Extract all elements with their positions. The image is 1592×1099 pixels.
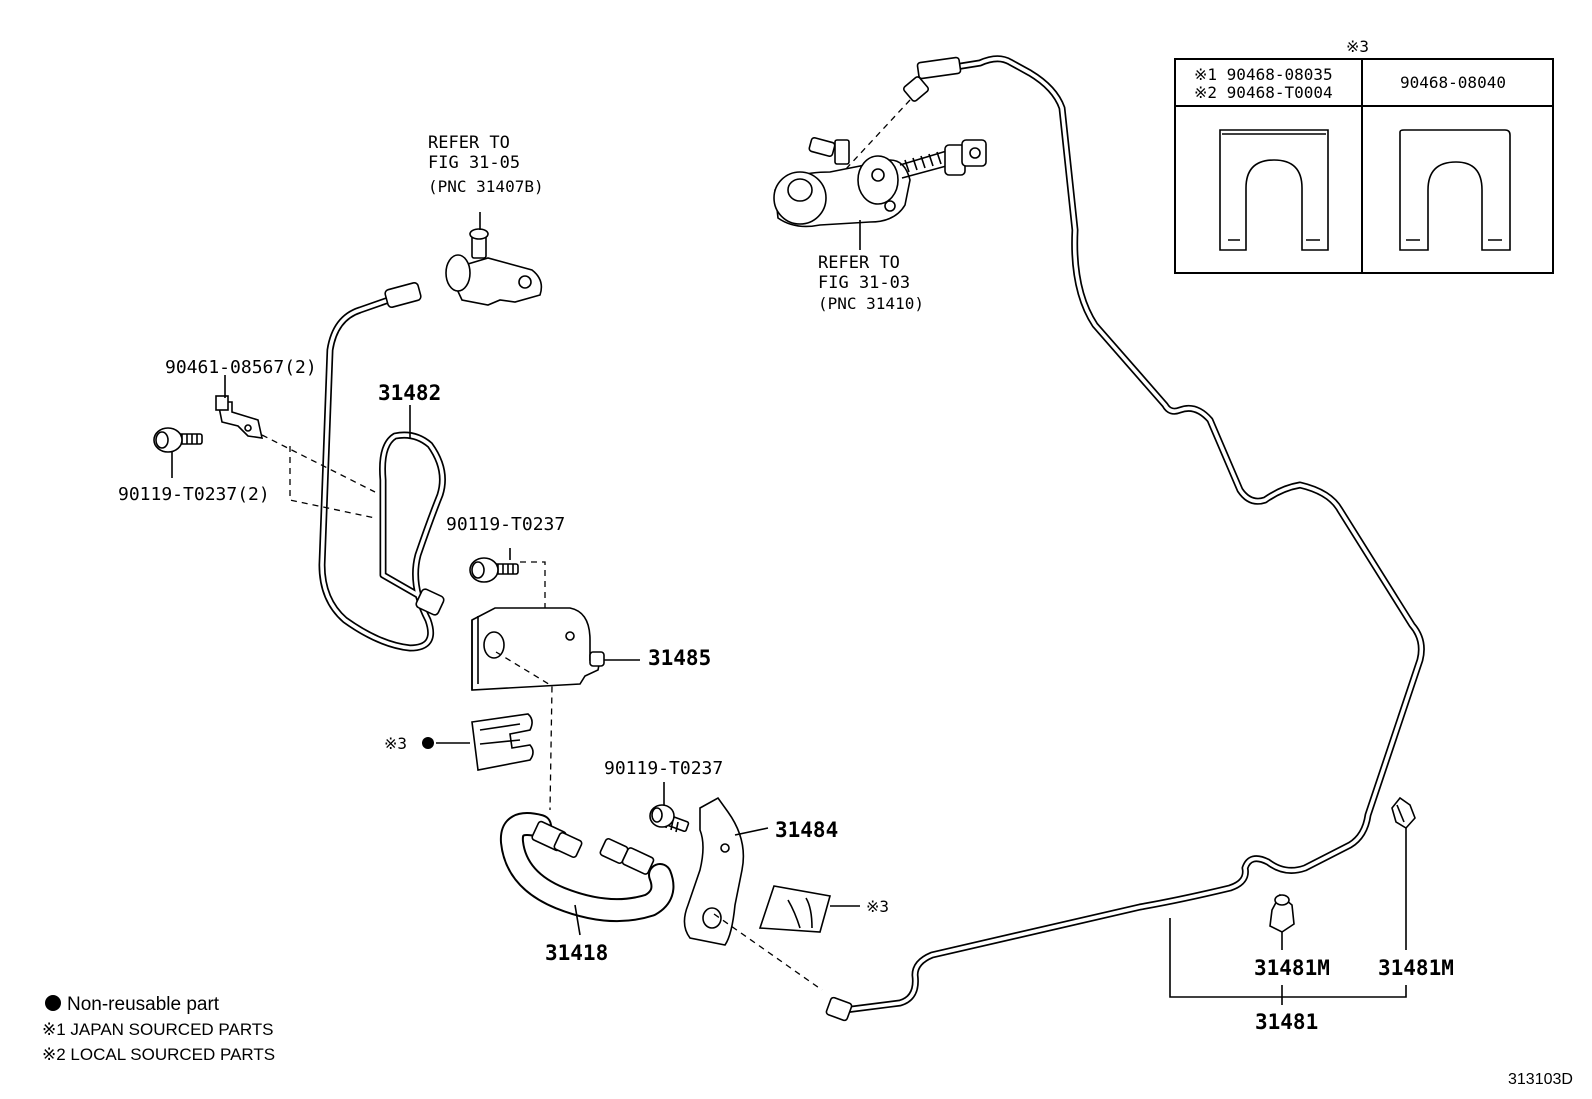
- label-31482: 31482: [378, 381, 441, 405]
- refer-union-line1: REFER TO: [428, 133, 510, 153]
- label-mark3-left: ※3: [384, 734, 407, 753]
- clutch-tube-31481[interactable]: [825, 55, 1425, 1022]
- clip-mark3-right[interactable]: [758, 885, 832, 933]
- non-reusable-dot: [422, 737, 434, 749]
- label-90119-T0237-2: 90119-T0237(2): [118, 484, 270, 505]
- label-90119-T0237-low: 90119-T0237: [604, 758, 723, 779]
- inset-mark: ※3: [1346, 37, 1369, 56]
- bracket-31485[interactable]: [471, 607, 605, 691]
- clip-mark3-left[interactable]: [471, 713, 534, 771]
- clutch-master-cylinder: [773, 137, 987, 228]
- refer-union-line3: (PNC 31407B): [428, 177, 544, 196]
- label-31481M-b: 31481M: [1378, 956, 1454, 980]
- refer-master-cylinder[interactable]: REFER TO FIG 31-03 (PNC 31410): [818, 253, 924, 313]
- clamp-31481M-a[interactable]: [1269, 893, 1295, 933]
- label-90119-T0237-mid: 90119-T0237: [446, 514, 565, 535]
- refer-master-line3: (PNC 31410): [818, 294, 924, 313]
- legend-japan: ※1 JAPAN SOURCED PARTS: [42, 1020, 274, 1039]
- clip-variant-inset: ※3 ※1 90468-08035 ※2 90468-T0004 90468-0…: [1174, 37, 1554, 274]
- legend: Non-reusable part ※1 JAPAN SOURCED PARTS…: [42, 994, 275, 1064]
- inset-col1-line1: ※1 90468-08035: [1194, 65, 1333, 84]
- clutch-tube-31482[interactable]: [318, 282, 446, 652]
- label-31418: 31418: [545, 941, 608, 965]
- refer-union-line2: FIG 31-05: [428, 153, 520, 173]
- inset-col1-line2: ※2 90468-T0004: [1194, 83, 1333, 102]
- legend-local: ※2 LOCAL SOURCED PARTS: [42, 1045, 275, 1064]
- bolt-90119-T0237-low[interactable]: [649, 804, 690, 833]
- bolt-90119-T0237-top[interactable]: [153, 427, 203, 453]
- clamp-31481M-b[interactable]: [1391, 796, 1416, 830]
- clutch-union-fitting: [445, 228, 543, 306]
- refer-master-line1: REFER TO: [818, 253, 900, 273]
- label-31481: 31481: [1255, 1010, 1318, 1034]
- bracket-31484[interactable]: [683, 796, 745, 946]
- label-31484: 31484: [775, 818, 838, 842]
- refer-union[interactable]: REFER TO FIG 31-05 (PNC 31407B): [428, 133, 544, 196]
- flexible-hose-31418[interactable]: [499, 812, 675, 923]
- label-31481M-a: 31481M: [1254, 956, 1330, 980]
- inset-col2: 90468-08040: [1400, 73, 1506, 92]
- label-mark3-right: ※3: [866, 897, 889, 916]
- diagram-id: 313103D: [1508, 1071, 1573, 1088]
- label-31485: 31485: [648, 646, 711, 670]
- legend-nonreusable: Non-reusable part: [67, 994, 220, 1015]
- tube-clip-90461-08567[interactable]: [215, 395, 264, 439]
- bolt-90119-T0237-mid[interactable]: [469, 557, 519, 583]
- legend-dot: [45, 995, 61, 1011]
- label-90461-08567: 90461-08567(2): [165, 357, 317, 378]
- refer-master-line2: FIG 31-03: [818, 273, 910, 293]
